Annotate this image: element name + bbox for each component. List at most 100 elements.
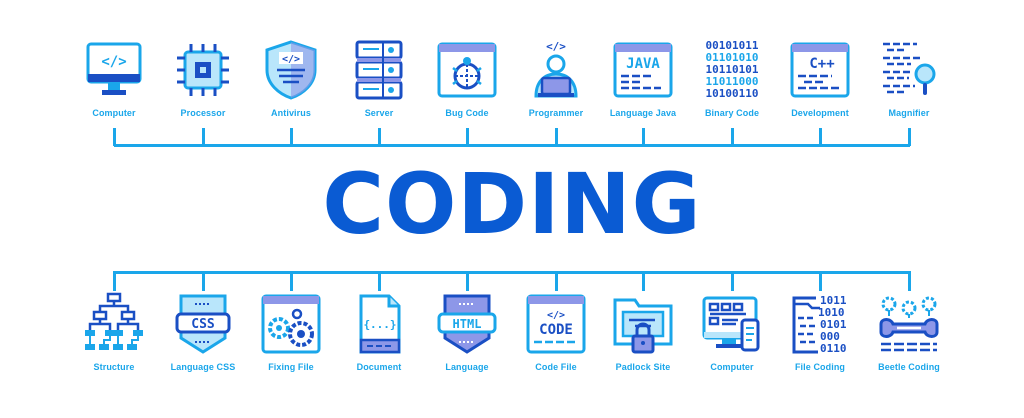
item-label: Bug Code [445, 108, 489, 118]
item-label: Computer [710, 362, 754, 372]
bottom-connector [378, 271, 381, 291]
top-item-antivirus: </> Antivirus [247, 38, 335, 118]
svg-text:C++: C++ [809, 56, 834, 72]
processor-chip-icon [177, 44, 229, 96]
padlock-folder-icon [613, 298, 673, 354]
bottom-item-computer: Computer [688, 292, 776, 372]
bottom-connector [202, 271, 205, 291]
svg-text:000: 000 [820, 330, 840, 343]
top-connector [642, 128, 645, 146]
svg-text:0110: 0110 [820, 342, 847, 355]
top-connector [113, 128, 116, 146]
top-item-computer: </> Computer [70, 38, 158, 118]
item-label: Padlock Site [615, 362, 671, 372]
server-rack-icon [355, 40, 403, 100]
svg-text:JAVA: JAVA [626, 56, 660, 72]
svg-text:CSS: CSS [191, 317, 215, 332]
bottom-item-beetle-coding: Beetle Coding [865, 292, 953, 372]
bottom-connector [642, 271, 645, 291]
computer-phone-icon [702, 296, 760, 352]
item-label: Development [791, 108, 849, 118]
svg-text:1011: 1011 [820, 294, 847, 307]
bottom-connector [113, 271, 116, 291]
top-connector [908, 128, 911, 146]
item-label: Language CSS [170, 362, 236, 372]
bottom-item-language: HTML Language [423, 292, 511, 372]
svg-text:</>: </> [547, 310, 565, 321]
wrench-gears-icon [879, 296, 939, 352]
cpp-window-icon: C++ [790, 42, 850, 98]
top-connector [466, 128, 469, 146]
item-label: Language [445, 362, 489, 372]
page-title: CODING [322, 155, 702, 253]
bottom-item-structure: Structure [70, 292, 158, 372]
item-label: Beetle Coding [878, 362, 940, 372]
bottom-item-language-css: CSS Language CSS [159, 292, 247, 372]
bottom-item-padlock-site: Padlock Site [599, 292, 687, 372]
top-item-programmer: </> Programmer [512, 38, 600, 118]
bottom-item-code-file: </> CODE Code File [512, 292, 600, 372]
top-item-language-java: JAVA Language Java [599, 38, 687, 118]
item-label: Structure [93, 362, 135, 372]
svg-text:</>: </> [546, 40, 566, 53]
bottom-item-file-coding: 1011 1010 0101 000 0110 File Coding [776, 292, 864, 372]
top-item-magnifier: Magnifier [865, 38, 953, 118]
bug-window-icon [437, 42, 497, 98]
top-item-bug-code: Bug Code [423, 38, 511, 118]
item-label: Language Java [609, 108, 677, 118]
top-connector [290, 128, 293, 146]
item-label: Document [356, 362, 402, 372]
svg-text:0101: 0101 [820, 318, 847, 331]
computer-code-icon: </> [86, 42, 142, 95]
bottom-connector [555, 271, 558, 291]
item-label: Antivirus [271, 108, 311, 118]
magnifier-text-icon [883, 42, 936, 95]
svg-text:01101010: 01101010 [706, 51, 759, 64]
bottom-connector [290, 271, 293, 291]
top-connector [202, 128, 205, 146]
svg-text:CODE: CODE [539, 322, 573, 338]
svg-text:</>: </> [282, 54, 300, 65]
bottom-connector [908, 271, 911, 291]
item-label: Computer [92, 108, 136, 118]
document-braces-icon: {...} [359, 294, 401, 354]
svg-text:10110101: 10110101 [706, 63, 759, 76]
svg-text:HTML: HTML [453, 317, 482, 331]
bottom-connector [819, 271, 822, 291]
svg-text:10100110: 10100110 [706, 87, 759, 100]
item-label: Programmer [528, 108, 584, 118]
bottom-connector [731, 271, 734, 291]
top-item-processor: Processor [159, 38, 247, 118]
item-label: Processor [180, 108, 226, 118]
top-connector [555, 128, 558, 146]
top-item-binary-code: 00101011 01101010 10110101 11011000 1010… [688, 38, 776, 118]
top-bracket-horizontal [114, 144, 910, 147]
gears-window-icon [261, 294, 321, 354]
top-connector [731, 128, 734, 146]
item-label: File Coding [794, 362, 846, 372]
programmer-laptop-icon: </> [534, 40, 578, 98]
bottom-connector [466, 271, 469, 291]
svg-text:</>: </> [101, 54, 126, 70]
bottom-item-document: {...} Document [335, 292, 423, 372]
svg-text:1010: 1010 [818, 306, 845, 319]
structure-tree-icon [85, 292, 143, 350]
java-window-icon: JAVA [613, 42, 673, 98]
top-connector [378, 128, 381, 146]
svg-text:11011000: 11011000 [706, 75, 759, 88]
html-shield-icon: HTML [437, 294, 497, 354]
item-label: Binary Code [704, 108, 760, 118]
item-label: Fixing File [268, 362, 314, 372]
svg-text:00101011: 00101011 [706, 39, 759, 52]
bottom-bracket-horizontal [114, 271, 910, 274]
bottom-item-fixing-file: Fixing File [247, 292, 335, 372]
svg-text:{...}: {...} [363, 318, 396, 331]
top-item-development: C++ Development [776, 38, 864, 118]
item-label: Server [364, 108, 394, 118]
antivirus-shield-icon: </> [265, 40, 317, 100]
top-connector [819, 128, 822, 146]
file-binary-icon: 1011 1010 0101 000 0110 [792, 294, 847, 355]
item-label: Magnifier [888, 108, 930, 118]
item-label: Code File [535, 362, 577, 372]
css-shield-icon: CSS [175, 294, 231, 354]
